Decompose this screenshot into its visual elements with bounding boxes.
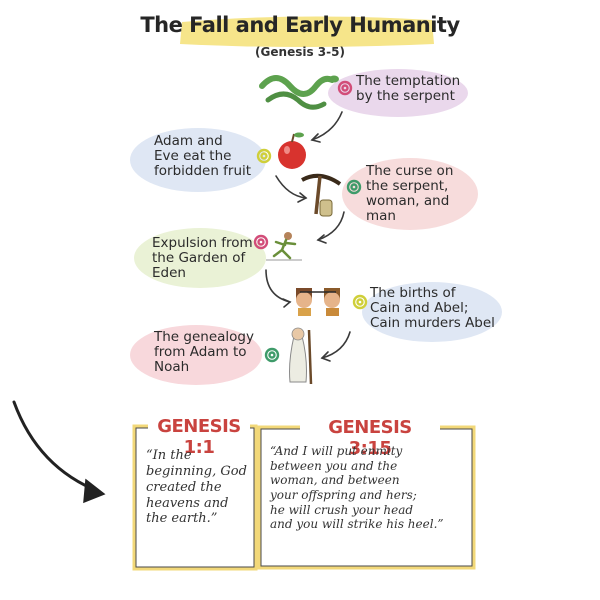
- page-title: The Fall and Early Humanity: [140, 13, 460, 37]
- step-label-genealogy: The genealogy from Adam to Noah: [154, 329, 254, 376]
- card-2-heading: GENESIS 3:15: [300, 417, 440, 459]
- spiral-icon: [253, 80, 368, 363]
- step-bubble-1: [328, 69, 468, 117]
- old-man-staff-icon: [289, 327, 313, 385]
- page-subtitle: (Genesis 3-5): [255, 45, 345, 59]
- pickaxe-jar-icon: [301, 173, 342, 217]
- step-bubble-6: [130, 325, 262, 385]
- step-label-expulsion: Expulsion from the Garden of Eden: [152, 235, 253, 282]
- step-bubble-2: [130, 128, 266, 192]
- step-bubble-5: [362, 282, 502, 342]
- running-figure-icon: [266, 232, 302, 261]
- step-bubble-3: [342, 158, 478, 230]
- curved-arrow-icon: [12, 400, 106, 504]
- apple-icon: [278, 132, 306, 169]
- brothers-icon: [296, 288, 340, 316]
- step-bubble-4: [134, 228, 266, 288]
- card-1-heading: GENESIS 1:1: [148, 416, 250, 458]
- card-1-quote: “In the beginning, God created the heave…: [146, 448, 247, 527]
- step-label-curse: The curse on the serpent, woman, and man: [366, 163, 454, 225]
- snake-icon: [259, 75, 339, 110]
- step-label-cain-abel: The births of Cain and Abel; Cain murder…: [370, 285, 495, 332]
- card-2-quote: “And I will put enmity between you and t…: [270, 444, 444, 532]
- step-label-forbidden-fruit: Adam and Eve eat the forbidden fruit: [154, 133, 252, 180]
- step-label-temptation: The temptation by the serpent: [356, 73, 461, 105]
- flow-arrows: [265, 111, 351, 362]
- title-highlight: [180, 16, 434, 47]
